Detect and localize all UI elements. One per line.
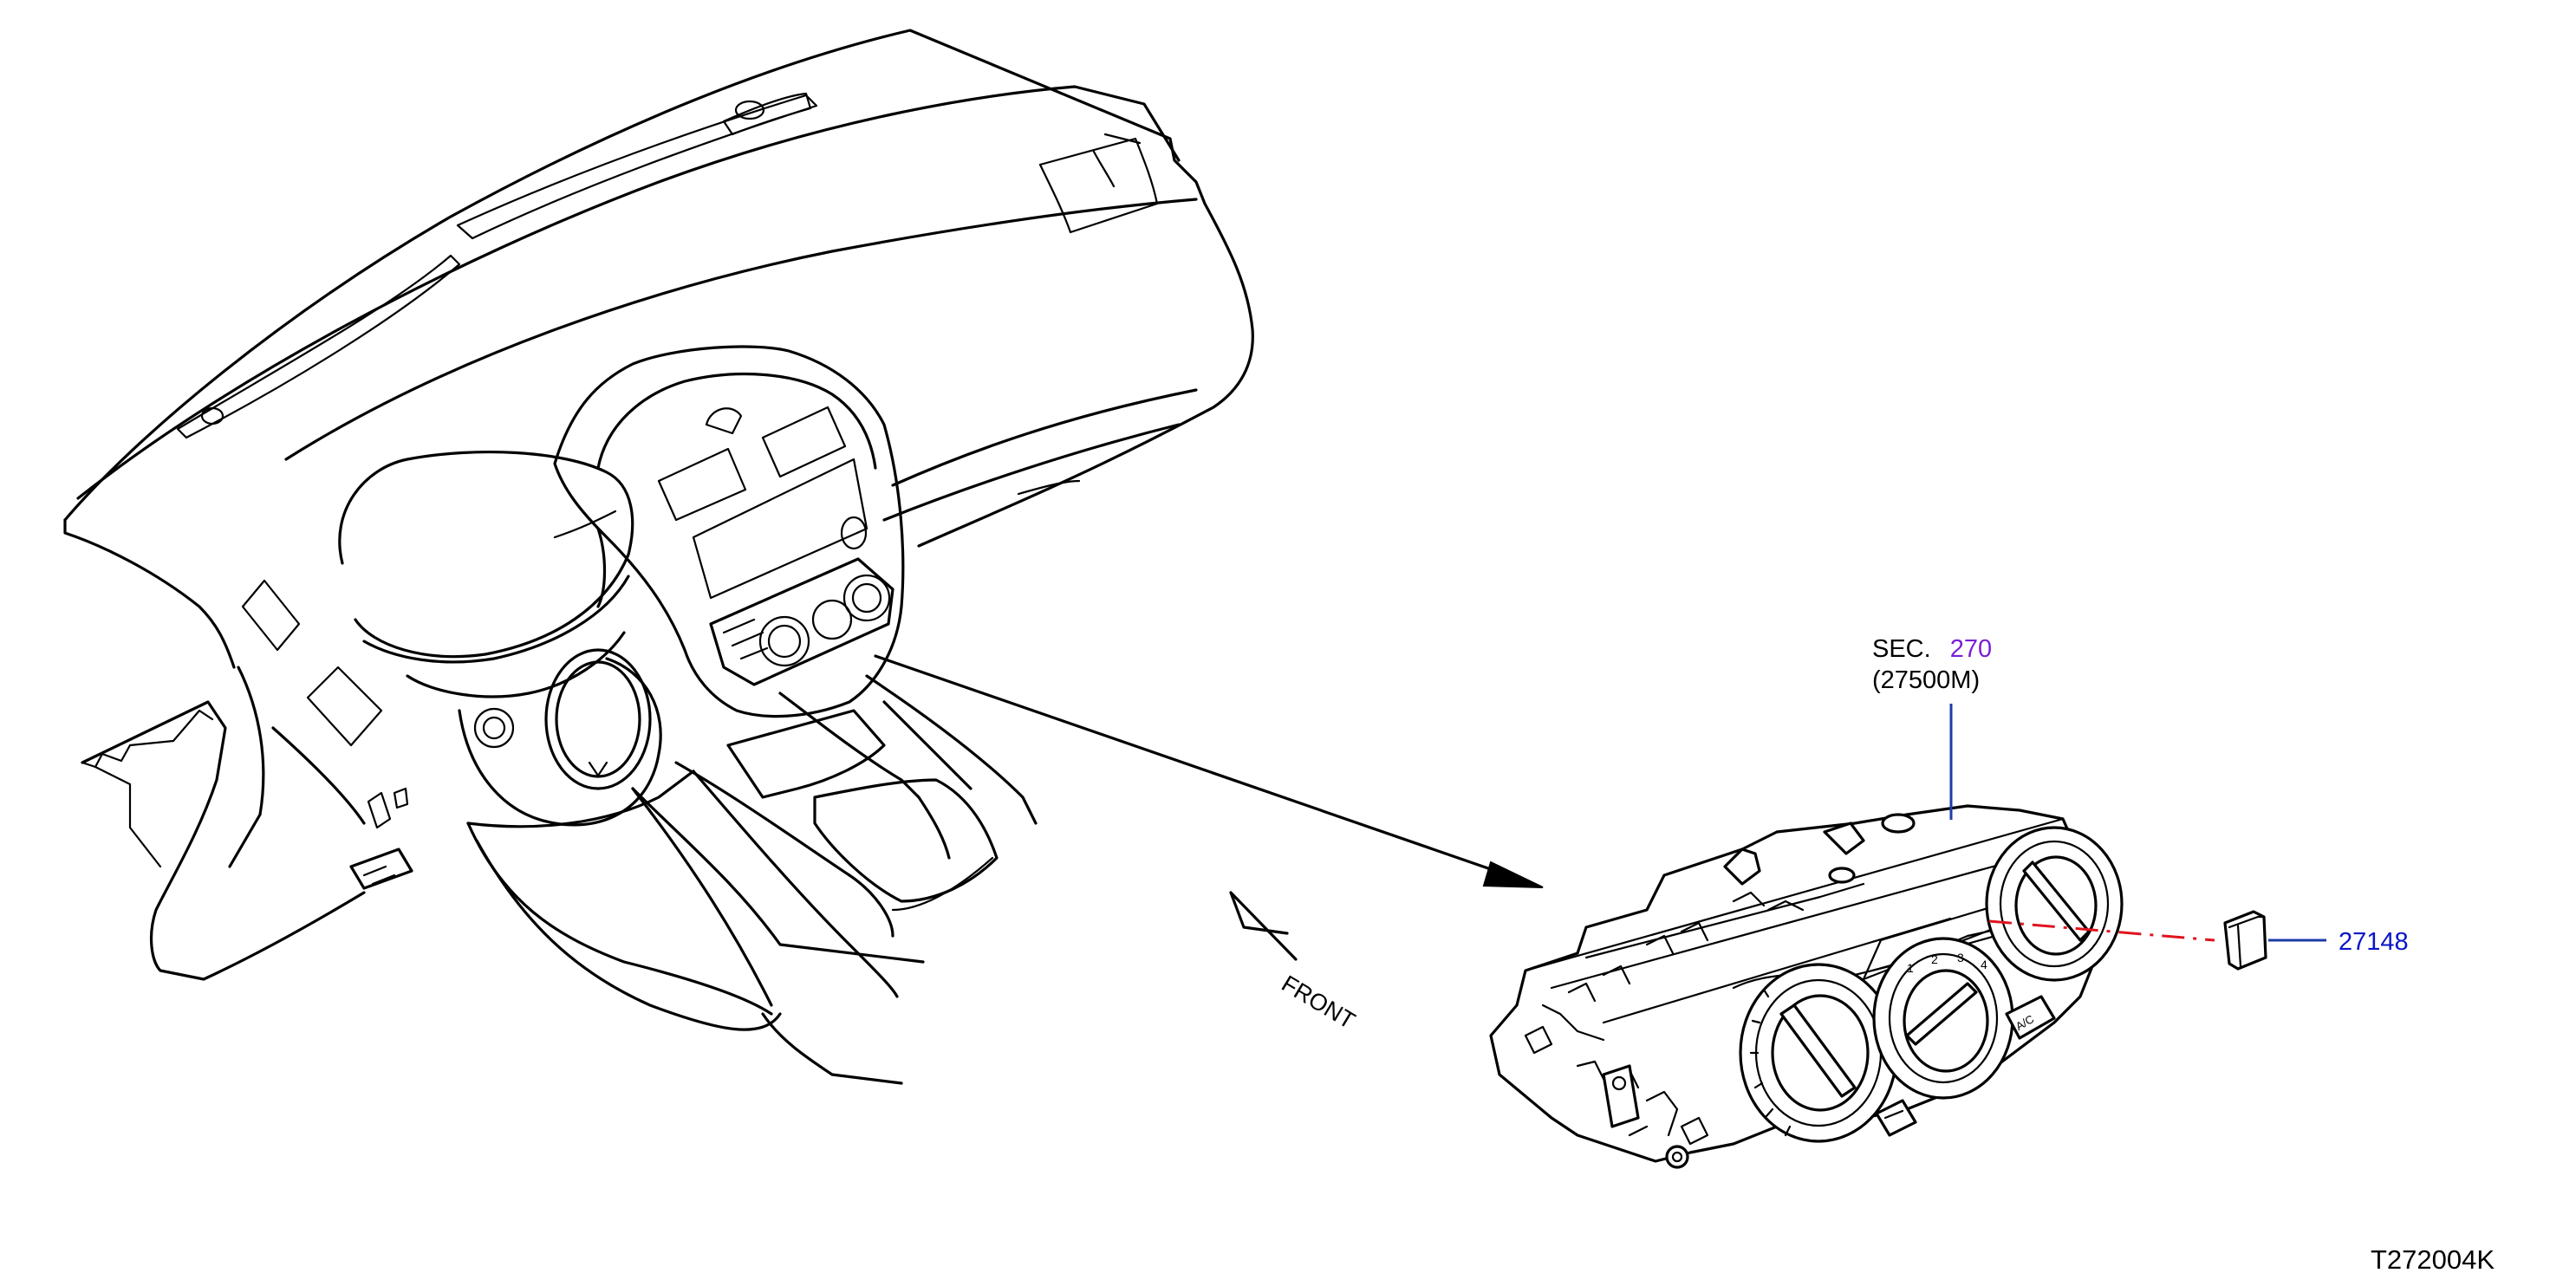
temperature-dial bbox=[1739, 963, 1898, 1143]
svg-text:1: 1 bbox=[1907, 961, 1914, 975]
hvac-control-assembly: 1 2 3 4 A/C bbox=[1489, 804, 2124, 1169]
sec-part-code: (27500M) bbox=[1872, 666, 1981, 694]
dash-hvac-unit bbox=[709, 557, 894, 686]
svg-text:2: 2 bbox=[1931, 952, 1938, 966]
mode-dial bbox=[1985, 826, 2124, 982]
dashboard-drawing bbox=[63, 29, 1254, 1085]
sec-reference: SEC. 270 bbox=[1872, 634, 1992, 664]
front-direction-arrow bbox=[1229, 891, 1298, 961]
diagram-id: T272004K bbox=[2371, 1244, 2495, 1275]
svg-text:3: 3 bbox=[1957, 951, 1964, 964]
svg-text:4: 4 bbox=[1981, 958, 1987, 971]
fan-speed-dial: 1 2 3 4 bbox=[1872, 937, 2014, 1100]
callout-arrow bbox=[874, 654, 1544, 888]
ac-button bbox=[2005, 995, 2056, 1040]
knob-part bbox=[2223, 910, 2267, 971]
knob-dash-line bbox=[1988, 919, 2215, 942]
recirc-button bbox=[1875, 1099, 1917, 1137]
sec-prefix: SEC. bbox=[1872, 635, 1931, 663]
part-number-link[interactable]: 27148 bbox=[2339, 928, 2409, 956]
sec-number-link[interactable]: 270 bbox=[1949, 635, 1993, 663]
